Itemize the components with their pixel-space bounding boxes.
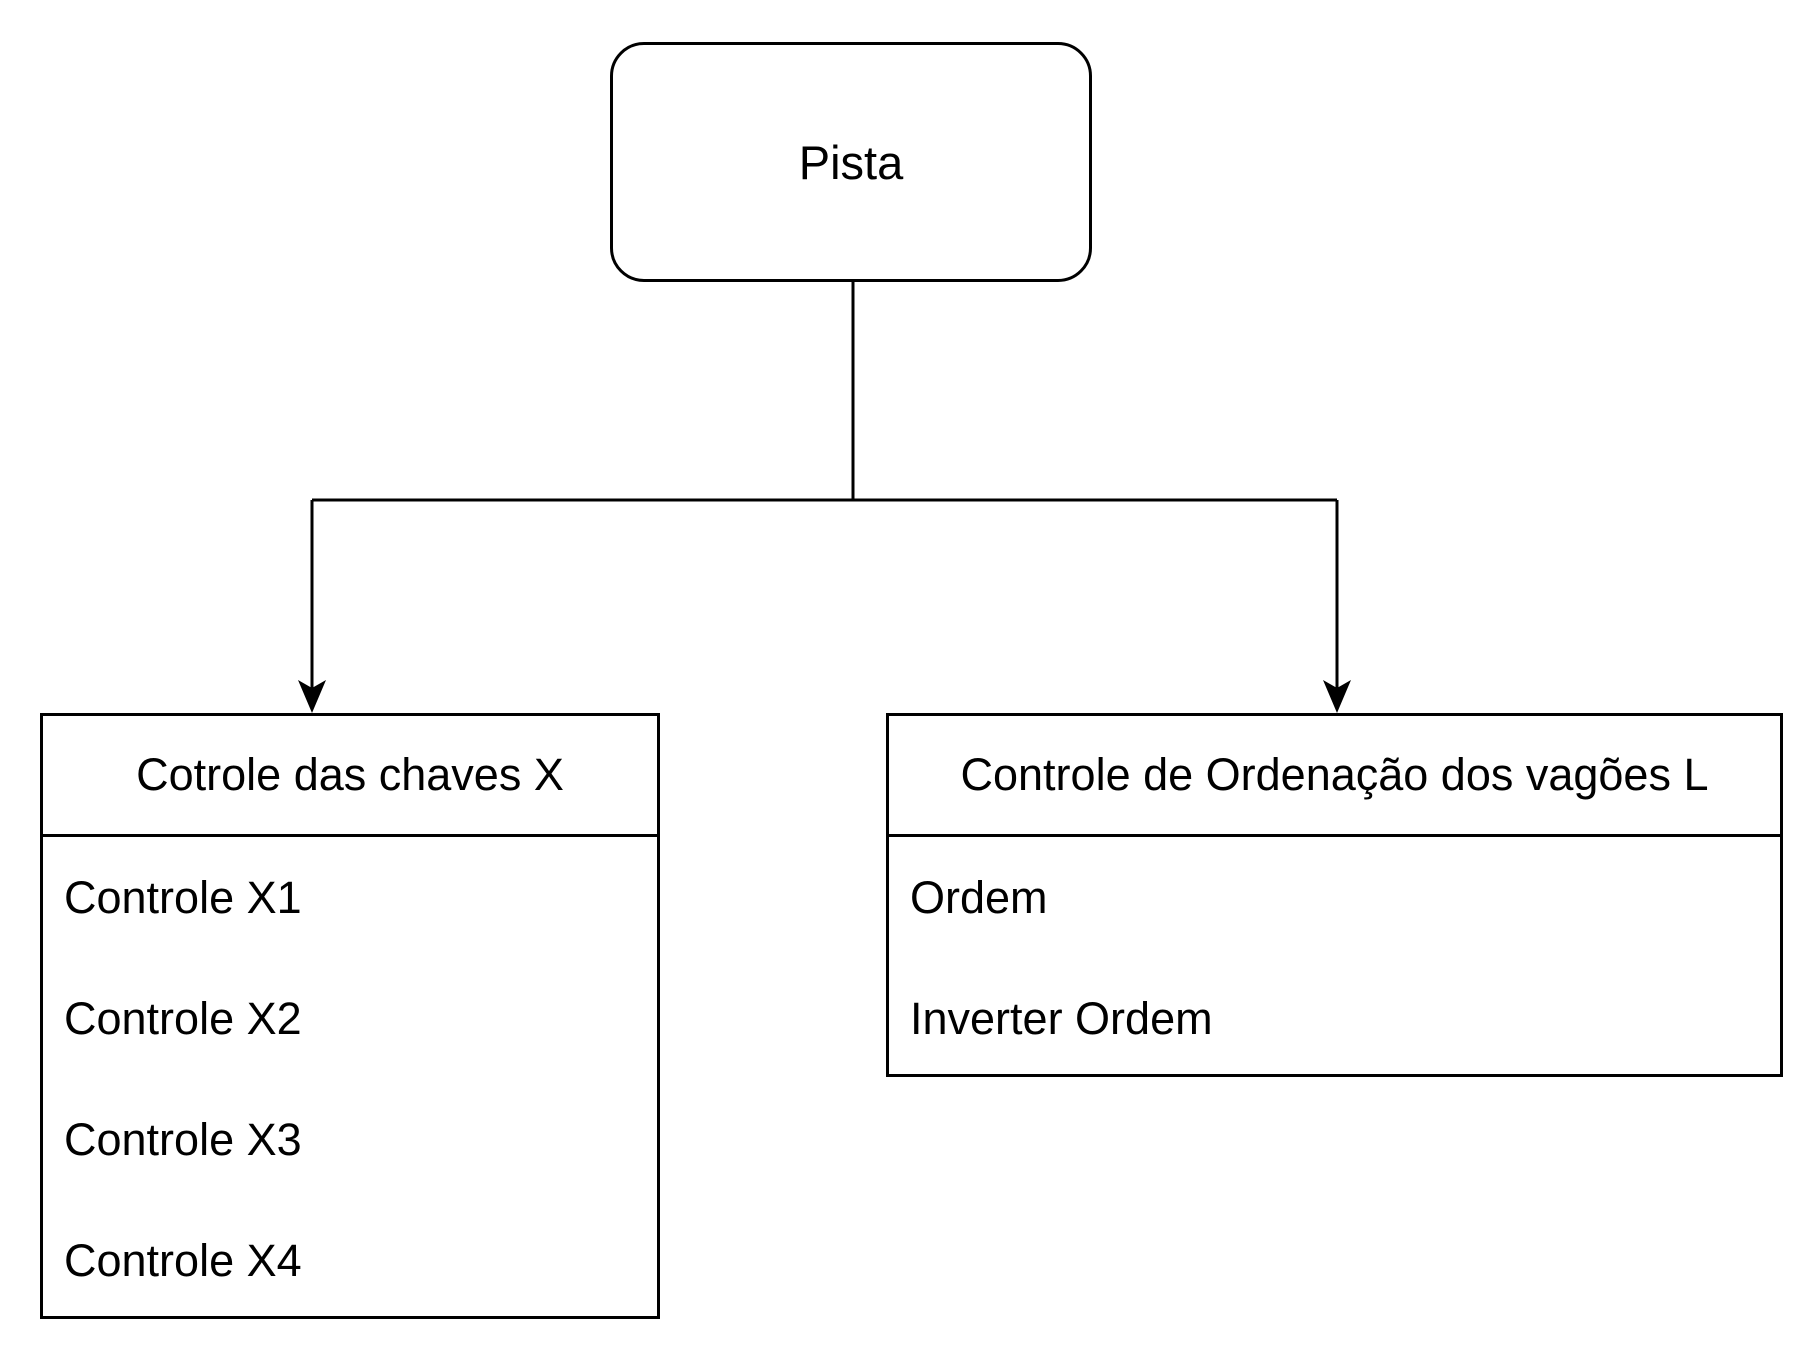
list-item: Controle X2 [64, 992, 302, 1044]
list-item: Inverter Ordem [910, 992, 1213, 1044]
list-item: Controle X1 [64, 871, 302, 923]
arrowhead-right [1323, 680, 1351, 713]
list-box-ordenacao: Controle de Ordenação dos vagões L Ordem… [886, 713, 1783, 1077]
list-box-chaves-title: Cotrole das chaves X [43, 716, 657, 837]
list-box-chaves: Cotrole das chaves X Controle X1 Control… [40, 713, 660, 1319]
root-node-label: Pista [798, 135, 904, 189]
root-node-pista: Pista [610, 42, 1092, 282]
list-box-ordenacao-title: Controle de Ordenação dos vagões L [889, 716, 1780, 837]
list-item: Controle X4 [64, 1234, 302, 1286]
list-box-ordenacao-items: Ordem Inverter Ordem [889, 837, 1780, 1079]
list-item: Ordem [910, 871, 1048, 923]
list-box-chaves-items: Controle X1 Controle X2 Controle X3 Cont… [43, 837, 657, 1321]
list-item: Controle X3 [64, 1113, 302, 1165]
arrowhead-left [298, 680, 326, 713]
